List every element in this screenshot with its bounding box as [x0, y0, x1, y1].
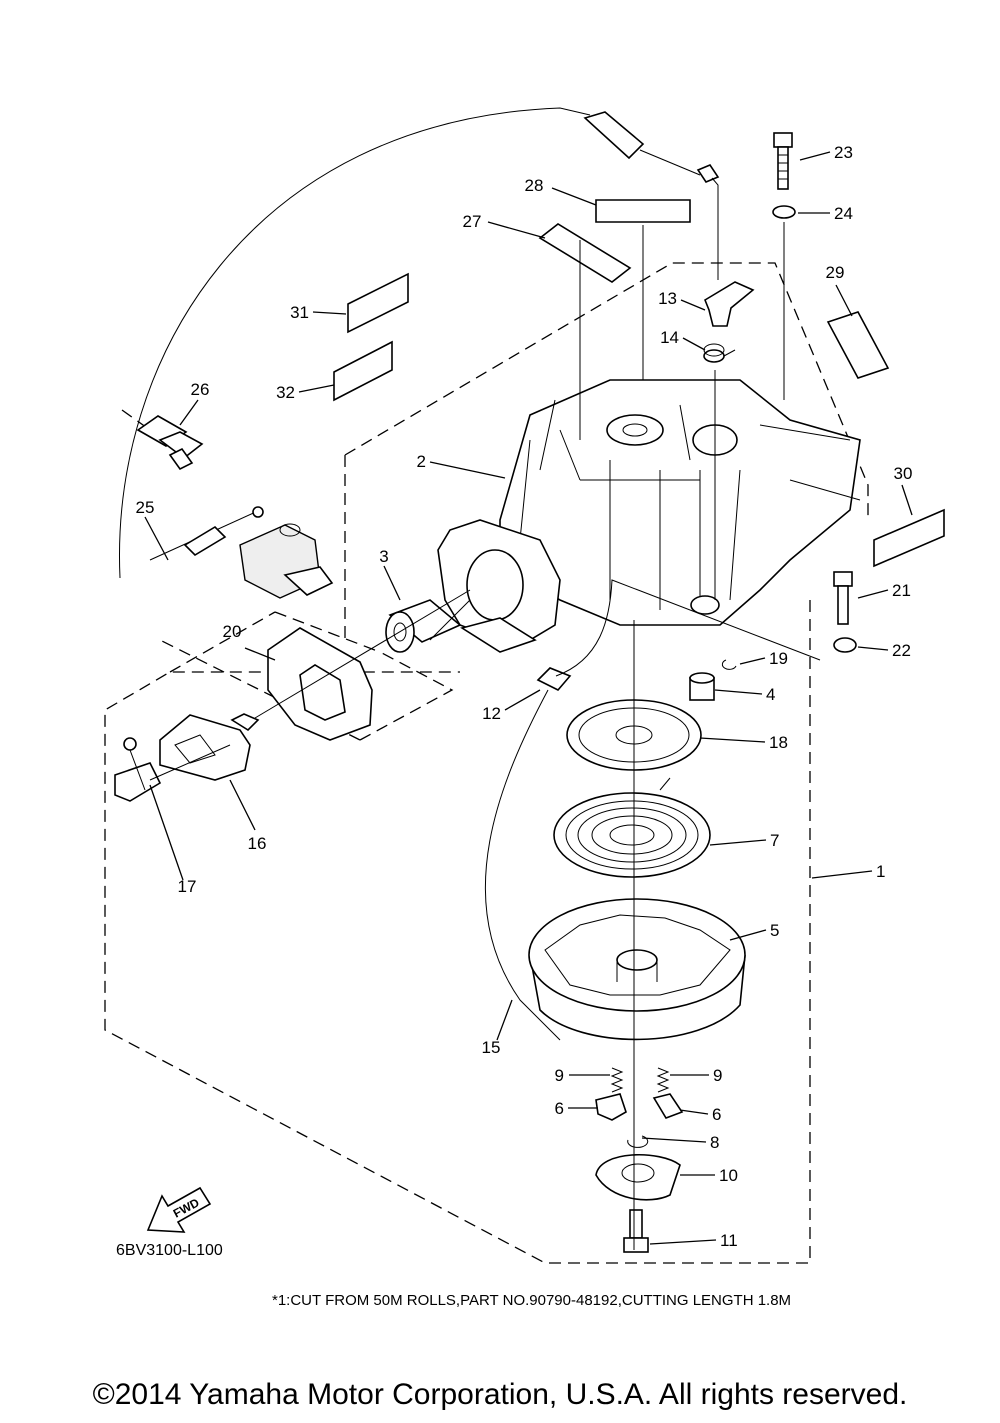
part-25-cable-end	[149, 506, 264, 561]
callout-24: 24	[834, 204, 853, 223]
callout-labels: 1 2 3 4 5 6 6 7 8 9 9 10 11 12 13 14 15 …	[136, 143, 913, 1250]
part-21-bolt	[833, 571, 853, 625]
part-19-clip	[721, 659, 737, 670]
part-2-tab	[460, 617, 537, 653]
callout-3: 3	[379, 547, 388, 566]
callout-32: 32	[276, 383, 295, 402]
part-17-clip	[114, 737, 231, 802]
footnote: *1:CUT FROM 50M ROLLS,PART NO.90790-4819…	[272, 1292, 792, 1309]
callout-8: 8	[710, 1133, 719, 1152]
callout-19: 19	[769, 649, 788, 668]
part-20-grommet	[254, 589, 471, 741]
callout-9a: 9	[555, 1066, 564, 1085]
part-27-label	[538, 223, 632, 283]
callout-5: 5	[770, 921, 779, 940]
part-29-label	[826, 311, 890, 379]
callout-20: 20	[223, 622, 242, 641]
cable-end-part	[583, 111, 720, 280]
callout-11: 11	[720, 1231, 738, 1250]
callout-6a: 6	[555, 1099, 564, 1118]
callout-27: 27	[463, 212, 482, 231]
part-10-plate	[595, 1153, 681, 1201]
callout-31: 31	[290, 303, 309, 322]
callout-13: 13	[658, 289, 677, 308]
part-24-washer	[772, 205, 796, 219]
callout-12: 12	[482, 704, 501, 723]
callout-7: 7	[770, 831, 779, 850]
callout-21: 21	[892, 581, 911, 600]
part-12-grommet	[536, 667, 572, 691]
part-22-washer	[833, 637, 857, 653]
part-14-spring	[703, 343, 736, 363]
callout-2: 2	[417, 452, 426, 471]
part-16-handle	[159, 713, 260, 781]
callout-30: 30	[894, 464, 913, 483]
callout-25: 25	[136, 498, 155, 517]
part-2-housing	[499, 379, 861, 626]
leader-lines	[144, 151, 913, 1245]
parts-artwork	[114, 111, 945, 1253]
carb-linkage	[239, 523, 334, 599]
part-31-label	[347, 272, 409, 334]
part-5-drum	[528, 898, 746, 1041]
callout-22: 22	[892, 641, 911, 660]
part-28-label	[595, 199, 691, 223]
diagram-code: 6BV3100-L100	[116, 1242, 223, 1259]
callout-29: 29	[826, 263, 845, 282]
part-9-springs	[610, 1067, 670, 1093]
callout-4: 4	[766, 685, 775, 704]
callout-14: 14	[660, 328, 679, 347]
part-13-cam	[704, 281, 755, 327]
part-30-label	[873, 508, 945, 568]
callout-23: 23	[834, 143, 853, 162]
part-15-cable	[484, 689, 561, 1041]
callout-10: 10	[719, 1166, 738, 1185]
assembly-boundary-lines	[104, 107, 869, 1264]
part-6-pawls	[595, 1093, 684, 1121]
part-26-clip	[136, 415, 204, 471]
callout-28: 28	[525, 176, 544, 195]
part-32-label	[333, 340, 393, 402]
callout-6b: 6	[712, 1105, 721, 1124]
part-3-sleeve	[385, 599, 471, 653]
callout-17: 17	[178, 877, 197, 896]
callout-16: 16	[248, 834, 267, 853]
callout-9b: 9	[713, 1066, 722, 1085]
copyright-notice: ©2014 Yamaha Motor Corporation, U.S.A. A…	[92, 1378, 908, 1411]
callout-26: 26	[191, 380, 210, 399]
callout-15: 15	[482, 1038, 501, 1057]
callout-1: 1	[876, 862, 885, 881]
part-11-screw	[623, 1209, 649, 1253]
part-4-collar	[689, 672, 715, 701]
part-23-bolt	[773, 132, 793, 190]
part-7-spring	[553, 777, 711, 878]
callout-18: 18	[769, 733, 788, 752]
fwd-arrow-icon: FWD	[146, 1186, 212, 1233]
part-2-plate-hole	[466, 549, 524, 621]
